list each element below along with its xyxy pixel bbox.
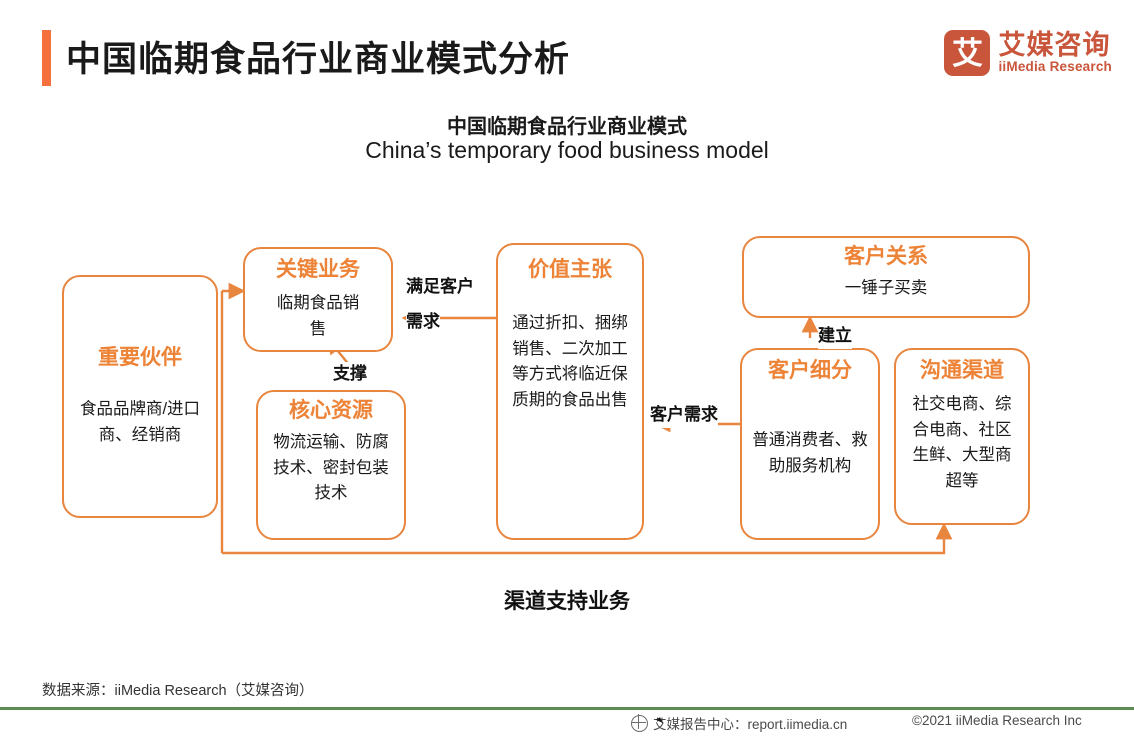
subtitle-en: China’s temporary food business model [365,137,769,163]
logo-name-cn: 艾媒咨询 [998,30,1111,61]
box-customer-segments[interactable]: 客户细分 普通消费者、救助服务机构 [740,348,880,540]
box-value-proposition-body: 通过折扣、捆绑销售、二次加工等方式将临近保质期的食品出售 [512,314,628,409]
box-key-business[interactable]: 关键业务 临期食品销售 [243,247,393,352]
box-channels[interactable]: 沟通渠道 社交电商、综合电商、社区生鲜、大型商超等 [894,348,1030,525]
box-value-proposition[interactable]: 价值主张 通过折扣、捆绑销售、二次加工等方式将临近保质期的食品出售 [496,243,644,540]
footer-copyright: ©2021 iiMedia Research Inc [912,713,1082,728]
footer-report-center-text: 艾媒报告中心：report.iimedia.cn [653,717,848,732]
edge-label-satisfy-demand-1: 满足客户 [406,275,474,300]
logo-mark-icon: 艾 [944,30,991,76]
box-key-partners-title: 重要伙伴 [98,345,182,369]
edge-label-customer-demand: 客户需求 [650,403,718,428]
page-title: 中国临期食品行业商业模式分析 [66,40,571,79]
box-customer-relationship[interactable]: 客户关系 一锤子买卖 [742,236,1030,318]
title-accent-bar [42,30,51,86]
data-source-note: 数据来源：iiMedia Research（艾媒咨询） [42,683,314,699]
box-key-business-title: 关键业务 [276,258,360,281]
box-customer-relationship-body: 一锤子买卖 [844,279,928,298]
box-customer-relationship-title: 客户关系 [844,245,928,268]
edge-label-satisfy-demand-2: 需求 [406,310,440,335]
footer-report-center[interactable]: 艾媒报告中心：report.iimedia.cn [630,713,848,733]
globe-icon [630,714,648,732]
box-channels-title: 沟通渠道 [920,359,1004,382]
box-customer-segments-body: 普通消费者、救助服务机构 [752,431,868,475]
diagram-bottom-label: 渠道支持业务 [504,590,630,613]
box-key-partners[interactable]: 重要伙伴 食品品牌商/进口商、经销商 [62,275,218,518]
subtitle-cn: 中国临期食品行业商业模式 [447,116,687,138]
logo-name-en: iiMedia Research [998,59,1112,75]
box-value-proposition-title: 价值主张 [528,258,612,281]
footer-divider [0,707,1134,710]
box-key-partners-body: 食品品牌商/进口商、经销商 [79,400,201,444]
box-core-resources[interactable]: 核心资源 物流运输、防腐技术、密封包装技术 [256,390,406,540]
edge-label-establish: 建立 [818,324,852,349]
brand-logo: 艾 艾媒咨询 iiMedia Research [944,24,1112,82]
box-key-business-body: 临期食品销售 [276,294,360,338]
logo-wordmark: 艾媒咨询 iiMedia Research [998,31,1112,75]
box-channels-body: 社交电商、综合电商、社区生鲜、大型商超等 [912,395,1012,490]
box-core-resources-title: 核心资源 [289,399,373,422]
box-core-resources-body: 物流运输、防腐技术、密封包装技术 [273,433,389,503]
edge-label-support: 支撑 [333,362,367,387]
box-customer-segments-title: 客户细分 [768,359,852,382]
